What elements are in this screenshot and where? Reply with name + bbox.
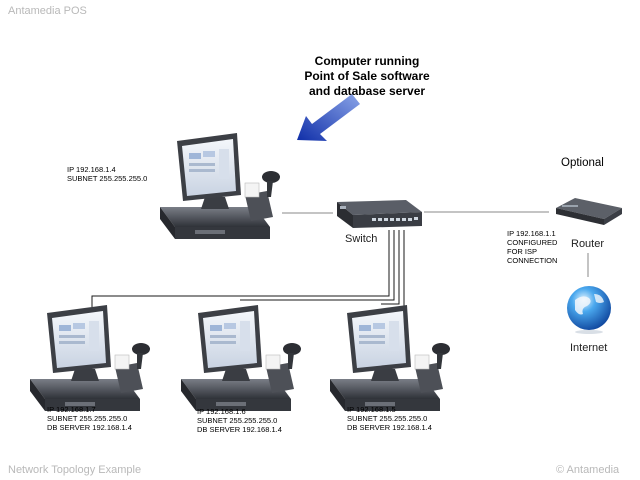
router-config: FOR ISP <box>507 247 538 256</box>
server-info: IP 192.168.1.4 SUBNET 255.255.255.0 <box>67 165 147 183</box>
pos-terminal-icon <box>29 304 151 412</box>
client-db-server: DB SERVER 192.168.1.4 <box>47 423 132 432</box>
router-ip: IP 192.168.1.1 <box>507 229 556 238</box>
optional-label: Optional <box>561 157 604 169</box>
router-info: IP 192.168.1.1 CONFIGURED FOR ISP CONNEC… <box>507 229 557 265</box>
router-icon <box>556 198 622 225</box>
server-subnet: SUBNET 255.255.255.0 <box>67 174 148 183</box>
client-subnet: SUBNET 255.255.255.0 <box>347 414 428 423</box>
brand-title: Antamedia POS <box>8 5 87 17</box>
client-subnet: SUBNET 255.255.255.0 <box>47 414 128 423</box>
pos-terminal-icon <box>329 304 451 412</box>
copyright: © Antamedia <box>556 464 620 476</box>
client-db-server: DB SERVER 192.168.1.4 <box>197 425 282 434</box>
server-callout: Computer running Point of Sale software … <box>277 54 457 99</box>
switch-label: Switch <box>345 233 378 245</box>
client-subnet: SUBNET 255.255.255.0 <box>197 416 278 425</box>
callout-line: and database server <box>308 84 426 98</box>
client-ip: IP 192.168.1.5 <box>347 405 396 414</box>
router-label: Router <box>571 238 605 250</box>
callout-line: Computer running <box>314 54 420 68</box>
client-ip: IP 192.168.1.7 <box>47 405 96 414</box>
switch-icon <box>337 200 422 228</box>
client-info: IP 192.168.1.5 SUBNET 255.255.255.0 DB S… <box>347 405 432 432</box>
arrow-icon <box>297 94 360 141</box>
client-ip: IP 192.168.1.6 <box>197 407 246 416</box>
footer-caption: Network Topology Example <box>8 464 142 476</box>
client-db-server: DB SERVER 192.168.1.4 <box>347 423 432 432</box>
server-ip: IP 192.168.1.4 <box>67 165 116 174</box>
globe-icon <box>567 286 611 334</box>
pos-terminal-icon <box>180 304 302 412</box>
router-config: CONFIGURED <box>507 238 558 247</box>
callout-line: Point of Sale software <box>304 69 430 83</box>
pos-terminal-icon <box>159 132 281 240</box>
client-info: IP 192.168.1.6 SUBNET 255.255.255.0 DB S… <box>197 407 282 434</box>
router-config: CONNECTION <box>507 256 558 265</box>
client-info: IP 192.168.1.7 SUBNET 255.255.255.0 DB S… <box>47 405 132 432</box>
internet-label: Internet <box>570 342 608 354</box>
